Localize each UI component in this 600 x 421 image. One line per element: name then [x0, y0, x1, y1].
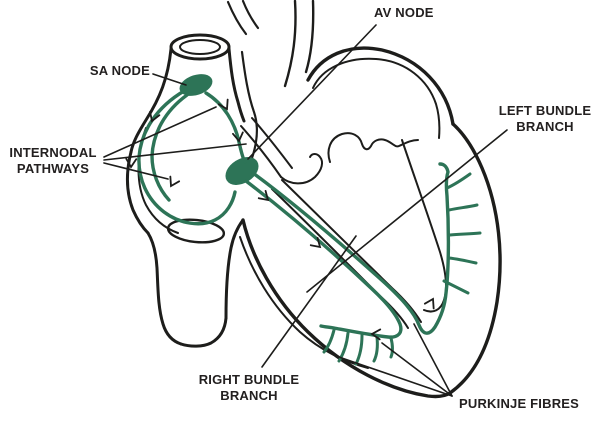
- left-bundle-leader: [306, 129, 508, 293]
- rbb-purkinje-branch: [337, 331, 350, 363]
- flow-arrow: [217, 98, 229, 111]
- right-bundle-text-line2: BRANCH: [220, 388, 278, 403]
- left-bundle-branch-path: [251, 162, 451, 335]
- svc-opening-inner: [179, 39, 221, 55]
- flow-arrow: [125, 157, 138, 169]
- av-channel-lower: [251, 117, 293, 169]
- lbb-purkinje-branch: [448, 231, 482, 237]
- purkinje-leader-1: [335, 355, 453, 397]
- flow-arrow: [257, 189, 270, 202]
- flow-arrow: [232, 131, 244, 143]
- atrium-dome-outer: [306, 46, 455, 126]
- rbb-purkinje-branch: [389, 336, 394, 359]
- septum-line-upper: [281, 179, 422, 323]
- rbb-purkinje-branch: [372, 335, 379, 363]
- flow-arrow: [309, 236, 322, 249]
- label-internodal-pathways: INTERNODAL PATHWAYS: [5, 145, 101, 177]
- rbb-purkinje-branch: [322, 328, 336, 354]
- purkinje-leader-3: [413, 323, 453, 397]
- ivc-right-wall: [224, 218, 245, 320]
- internodal-text-line2: PATHWAYS: [16, 161, 90, 176]
- svc-right-wall: [227, 47, 246, 123]
- flow-arrow: [423, 297, 435, 310]
- lbb-purkinje-branch: [442, 279, 470, 295]
- av-node-text: AV NODE: [374, 5, 434, 20]
- left-bundle-text-line1: LEFT BUNDLE: [498, 103, 592, 118]
- ivc-opening: [166, 218, 226, 244]
- av-channel-upper: [240, 125, 282, 178]
- middle-internodal-pathway: [150, 93, 189, 202]
- internodal-leader-1: [103, 106, 217, 158]
- label-av-node: AV NODE: [374, 5, 434, 21]
- mitral-valve: [327, 132, 419, 163]
- right-border: [448, 122, 502, 395]
- sa-node-text: SA NODE: [89, 63, 150, 78]
- right-bundle-leader: [261, 235, 357, 368]
- left-bundle-text-line2: BRANCH: [516, 119, 574, 134]
- flow-arrow: [169, 175, 181, 188]
- aorta-left-edge: [283, 0, 297, 88]
- lbb-purkinje-branch: [447, 256, 478, 265]
- direction-arrows: [125, 98, 435, 341]
- svc-left-wall: [129, 47, 173, 154]
- label-left-bundle-branch: LEFT BUNDLE BRANCH: [497, 103, 593, 135]
- flow-arrow: [149, 110, 161, 123]
- purkinje-leader-2: [381, 342, 453, 397]
- vessel-behind-svc-1: [226, 0, 248, 36]
- posterior-internodal-pathway: [137, 89, 237, 226]
- ivc-left-wall: [146, 231, 183, 346]
- lbb-purkinje-branch: [445, 172, 472, 190]
- heart-outline: [126, 0, 502, 399]
- label-right-bundle-branch: RIGHT BUNDLE BRANCH: [195, 372, 303, 404]
- purkinje-text: PURKINJE FIBRES: [459, 396, 580, 411]
- lbb-purkinje-branch: [447, 203, 479, 212]
- rbb-purkinje-branch: [354, 333, 364, 366]
- sa-node-shape: [179, 74, 213, 96]
- right-bundle-text-line1: RIGHT BUNDLE: [198, 372, 300, 387]
- bottom-border: [241, 218, 452, 399]
- internodal-leader-3: [103, 162, 169, 180]
- svc-opening-outer: [169, 33, 231, 61]
- lv-cavity-wall: [401, 139, 448, 313]
- vessel-behind-svc-2: [241, 0, 260, 30]
- av-node-shape: [225, 157, 259, 185]
- internodal-leader-2: [103, 143, 247, 161]
- tricuspid-valve: [280, 153, 324, 185]
- sa-node-leader: [152, 73, 187, 86]
- flow-arrow: [370, 328, 382, 341]
- aorta-right-edge: [304, 0, 315, 74]
- internodal-text-line1: INTERNODAL: [9, 145, 97, 160]
- label-purkinje-fibres: PURKINJE FIBRES: [459, 396, 579, 412]
- leader-lines: [103, 24, 508, 397]
- conduction-system: [137, 74, 482, 366]
- av-node-leader: [247, 24, 377, 160]
- right-bundle-branch-path: [244, 179, 403, 339]
- ivc-bottom: [179, 316, 228, 348]
- label-sa-node: SA NODE: [60, 63, 150, 79]
- rv-inner-wall: [239, 236, 369, 369]
